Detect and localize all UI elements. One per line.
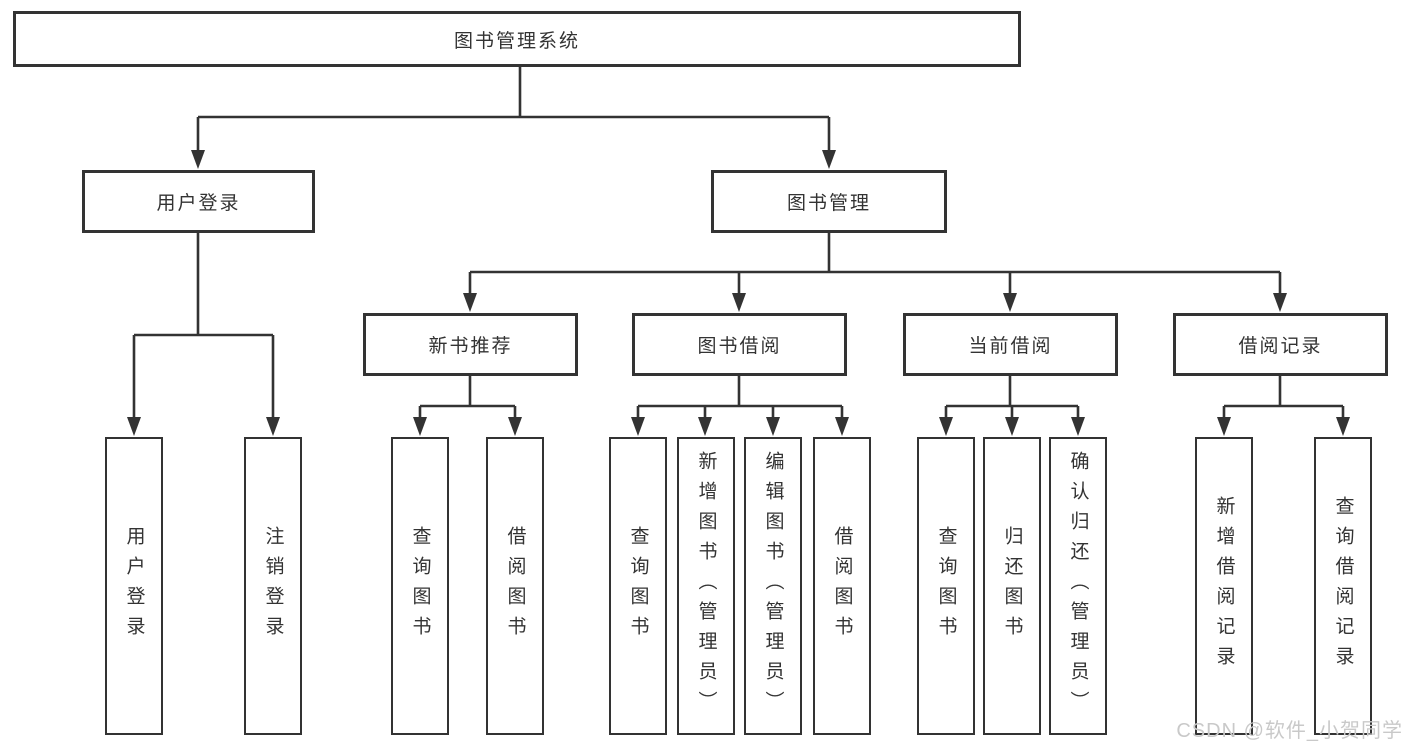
node-user-login-label: 用户登录: [156, 193, 241, 214]
node-current-borrow-label: 当前借阅: [968, 336, 1053, 357]
leaf-add-books-admin: 新增图书（管理员）: [677, 437, 735, 735]
leaf-current-query-books-label: 查询图书: [935, 526, 957, 646]
node-current-borrow: 当前借阅: [903, 313, 1118, 376]
leaf-logout-label: 注销登录: [262, 526, 284, 646]
leaf-add-borrow-record: 新增借阅记录: [1195, 437, 1253, 735]
leaf-return-books-label: 归还图书: [1001, 526, 1023, 646]
node-new-book-recommend-label: 新书推荐: [428, 336, 513, 357]
node-book-borrow: 图书借阅: [632, 313, 847, 376]
leaf-confirm-return-admin: 确认归还（管理员）: [1049, 437, 1107, 735]
leaf-user-login-label: 用户登录: [123, 526, 145, 646]
node-new-book-recommend: 新书推荐: [363, 313, 578, 376]
leaf-newbook-borrow-books-label: 借阅图书: [504, 526, 526, 646]
node-root-label: 图书管理系统: [453, 30, 580, 52]
leaf-newbook-query-books-label: 查询图书: [409, 526, 431, 646]
leaf-return-books: 归还图书: [983, 437, 1041, 735]
leaf-borrow-query-books: 查询图书: [609, 437, 667, 735]
leaf-newbook-borrow-books: 借阅图书: [486, 437, 544, 735]
leaf-borrow-books: 借阅图书: [813, 437, 871, 735]
leaf-add-books-admin-label: 新增图书（管理员）: [695, 451, 717, 721]
leaf-add-borrow-record-label: 新增借阅记录: [1213, 496, 1235, 676]
leaf-user-login: 用户登录: [105, 437, 163, 735]
leaf-edit-books-admin: 编辑图书（管理员）: [744, 437, 802, 735]
leaf-newbook-query-books: 查询图书: [391, 437, 449, 735]
csdn-watermark: CSDN @软件_小贺同学: [1176, 720, 1403, 742]
node-borrow-record: 借阅记录: [1173, 313, 1388, 376]
leaf-logout: 注销登录: [244, 437, 302, 735]
leaf-query-borrow-record-label: 查询借阅记录: [1332, 496, 1354, 676]
node-book-management-label: 图书管理: [786, 193, 871, 214]
node-root-system: 图书管理系统: [13, 11, 1021, 67]
leaf-borrow-query-books-label: 查询图书: [627, 526, 649, 646]
node-book-management: 图书管理: [711, 170, 947, 233]
node-borrow-record-label: 借阅记录: [1238, 336, 1323, 357]
leaf-edit-books-admin-label: 编辑图书（管理员）: [762, 451, 784, 721]
leaf-current-query-books: 查询图书: [917, 437, 975, 735]
node-book-borrow-label: 图书借阅: [697, 336, 782, 357]
leaf-borrow-books-label: 借阅图书: [831, 526, 853, 646]
leaf-confirm-return-admin-label: 确认归还（管理员）: [1067, 451, 1089, 721]
node-user-login: 用户登录: [82, 170, 315, 233]
arrowheads: [127, 150, 1350, 436]
leaf-query-borrow-record: 查询借阅记录: [1314, 437, 1372, 735]
